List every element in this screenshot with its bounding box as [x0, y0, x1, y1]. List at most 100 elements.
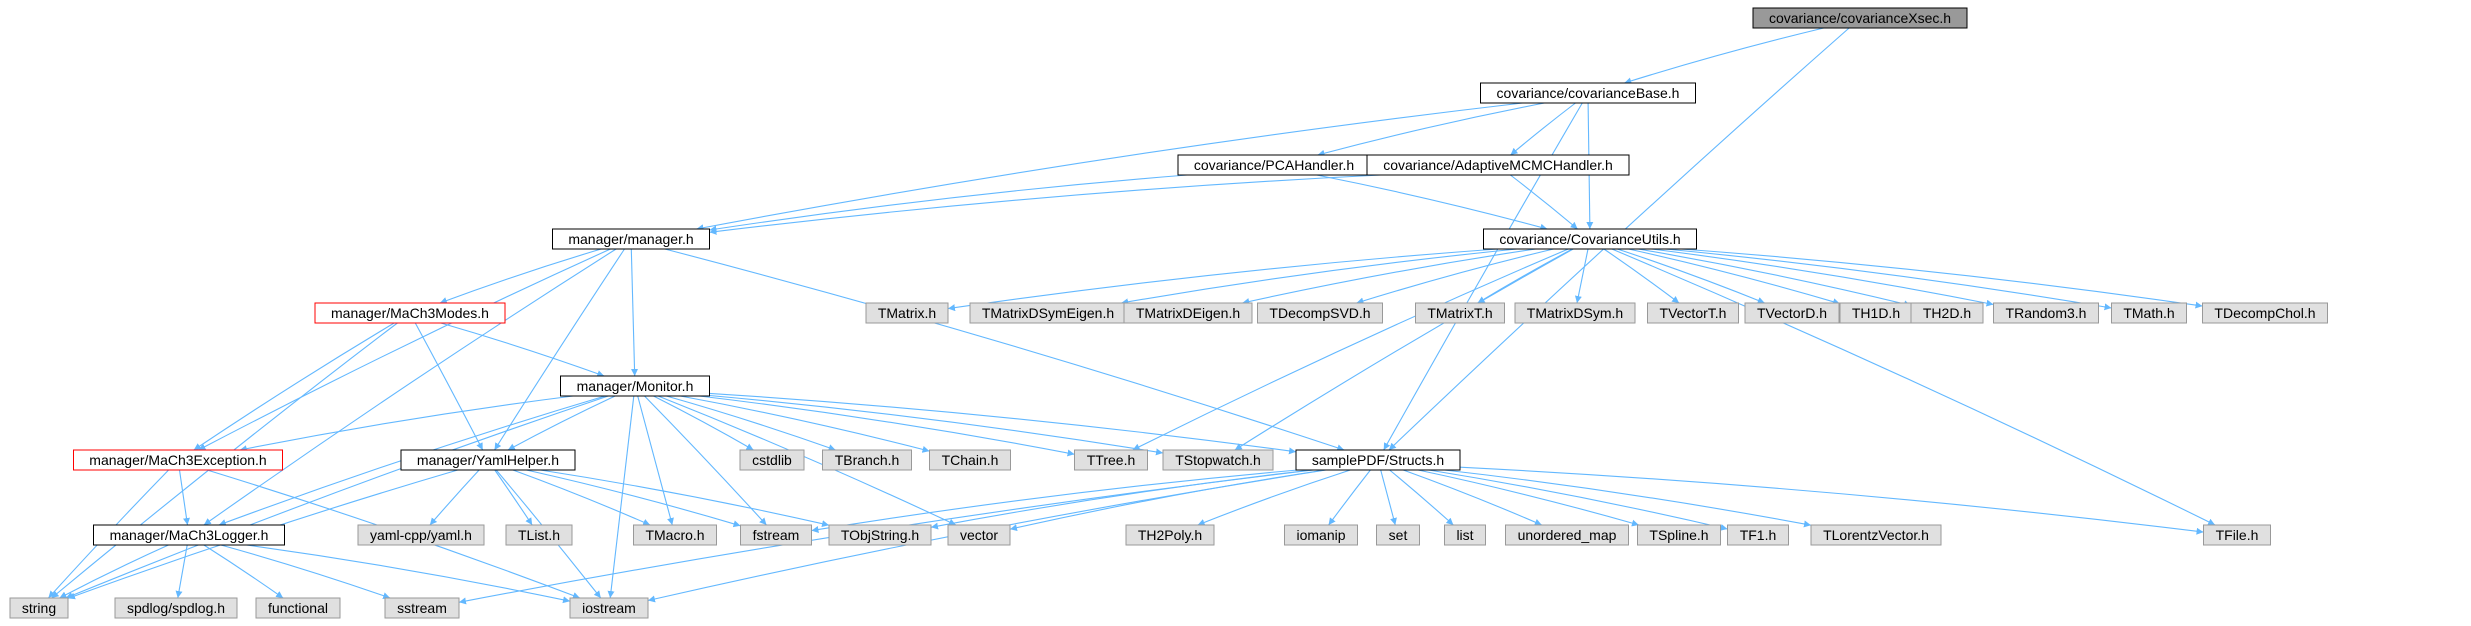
- include-edge-yaml-fstream: [526, 469, 741, 528]
- include-edge-covutils-tdchol: [1681, 248, 2203, 309]
- node-box: [1637, 524, 1721, 546]
- node-label: samplePDF/Structs.h: [1312, 452, 1444, 468]
- node-cstdlib: cstdlib: [739, 449, 805, 471]
- node-label: functional: [268, 600, 328, 616]
- include-edge-logger-sstream: [220, 544, 391, 600]
- include-edge-manager-modes: [439, 248, 602, 304]
- node-modes[interactable]: manager/MaCh3Modes.h: [314, 302, 506, 324]
- node-box: [384, 597, 460, 619]
- include-edge-structs-tobjstring: [930, 469, 1312, 530]
- include-edge-covutils-tstopwatch: [1234, 248, 1574, 451]
- node-box: [73, 449, 283, 471]
- node-tbranch: TBranch.h: [822, 449, 912, 471]
- include-edge-monitor-tstopwatch: [709, 394, 1164, 456]
- node-label: TBranch.h: [835, 452, 900, 468]
- include-edge-base-manager: [696, 102, 1523, 232]
- include-edge-yaml-tmacro: [512, 469, 651, 526]
- node-spdlog: spdlog/spdlog.h: [114, 597, 238, 619]
- node-box: [1647, 302, 1739, 324]
- node-label: manager/manager.h: [568, 231, 693, 247]
- node-label: TMatrixDSymEigen.h: [982, 305, 1114, 321]
- node-iomanip: iomanip: [1284, 524, 1358, 546]
- node-box: [947, 524, 1011, 546]
- node-box: [552, 228, 710, 250]
- node-label: TMath.h: [2123, 305, 2174, 321]
- node-structs[interactable]: samplePDF/Structs.h: [1295, 449, 1461, 471]
- node-label: TDecompChol.h: [2214, 305, 2315, 321]
- include-edge-monitor-string: [65, 395, 609, 599]
- node-logger[interactable]: manager/MaCh3Logger.h: [93, 524, 285, 546]
- node-box: [1123, 302, 1253, 324]
- include-edge-logger-spdlog: [175, 544, 188, 599]
- node-tstopwatch: TStopwatch.h: [1162, 449, 1274, 471]
- include-edge-structs-tlorentz: [1444, 469, 1812, 528]
- include-edge-structs-tfile: [1459, 466, 2204, 535]
- include-edge-structs-tspline: [1417, 469, 1640, 527]
- include-edge-manager-logger: [203, 248, 617, 526]
- include-edge-modes-yaml: [414, 322, 484, 451]
- node-box: [1910, 302, 1984, 324]
- node-box: [1727, 524, 1789, 546]
- node-label: TH1D.h: [1852, 305, 1900, 321]
- node-th2poly: TH2Poly.h: [1125, 524, 1215, 546]
- node-label: TStopwatch.h: [1175, 452, 1261, 468]
- node-box: [314, 302, 506, 324]
- node-fstream: fstream: [740, 524, 812, 546]
- include-edge-monitor-yaml: [507, 395, 616, 451]
- node-base[interactable]: covariance/covarianceBase.h: [1480, 82, 1696, 104]
- include-edge-structs-iomanip: [1328, 469, 1371, 526]
- node-th2d: TH2D.h: [1910, 302, 1984, 324]
- include-edge-manager-exception: [198, 248, 611, 451]
- node-box: [1074, 449, 1148, 471]
- node-label: covariance/covarianceBase.h: [1497, 85, 1680, 101]
- node-label: manager/YamlHelper.h: [417, 452, 559, 468]
- node-box: [929, 449, 1011, 471]
- node-tvectord: TVectorD.h: [1744, 302, 1840, 324]
- include-edge-logger-string: [59, 544, 169, 599]
- node-box: [1993, 302, 2099, 324]
- node-label: yaml-cpp/yaml.h: [370, 527, 472, 543]
- node-label: fstream: [753, 527, 800, 543]
- node-label: covariance/covarianceXsec.h: [1769, 10, 1951, 26]
- node-box: [633, 524, 717, 546]
- node-tmatrix: TMatrix.h: [865, 302, 949, 324]
- node-amcmc[interactable]: covariance/AdaptiveMCMCHandler.h: [1366, 154, 1630, 176]
- node-ttree: TTree.h: [1074, 449, 1148, 471]
- node-label: TVectorD.h: [1757, 305, 1827, 321]
- include-edge-covutils-th2d: [1638, 248, 1912, 308]
- node-label: manager/Monitor.h: [577, 378, 694, 394]
- node-box: [505, 524, 573, 546]
- node-label: TF1.h: [1740, 527, 1777, 543]
- node-label: manager/MaCh3Modes.h: [331, 305, 489, 321]
- node-monitor[interactable]: manager/Monitor.h: [560, 375, 710, 397]
- include-edge-logger-iostream: [246, 544, 571, 604]
- node-yaml[interactable]: manager/YamlHelper.h: [400, 449, 576, 471]
- include-edge-covutils-th1d: [1628, 248, 1841, 306]
- node-xsec[interactable]: covariance/covarianceXsec.h: [1752, 7, 1968, 29]
- include-edge-covutils-tvectord: [1617, 248, 1765, 304]
- node-exception[interactable]: manager/MaCh3Exception.h: [73, 449, 283, 471]
- node-set: set: [1376, 524, 1420, 546]
- include-edge-structs-set: [1380, 469, 1397, 526]
- node-label: TLorentzVector.h: [1823, 527, 1929, 543]
- node-box: [357, 524, 485, 546]
- node-box: [1376, 524, 1420, 546]
- node-box: [2203, 524, 2271, 546]
- node-box: [560, 375, 710, 397]
- node-label: covariance/AdaptiveMCMCHandler.h: [1383, 157, 1613, 173]
- node-manager[interactable]: manager/manager.h: [552, 228, 710, 250]
- node-label: TH2D.h: [1923, 305, 1971, 321]
- node-label: covariance/CovarianceUtils.h: [1499, 231, 1680, 247]
- node-box: [2111, 302, 2187, 324]
- node-functional: functional: [255, 597, 341, 619]
- include-edge-covutils-tvectort: [1603, 248, 1680, 304]
- node-covutils[interactable]: covariance/CovarianceUtils.h: [1483, 228, 1697, 250]
- node-tlist: TList.h: [505, 524, 573, 546]
- node-box: [1514, 302, 1636, 324]
- node-box: [739, 449, 805, 471]
- node-yamlcpp: yaml-cpp/yaml.h: [357, 524, 485, 546]
- node-tfile: TFile.h: [2203, 524, 2271, 546]
- node-pca[interactable]: covariance/PCAHandler.h: [1177, 154, 1371, 176]
- node-box: [865, 302, 949, 324]
- node-tlorentz: TLorentzVector.h: [1810, 524, 1942, 546]
